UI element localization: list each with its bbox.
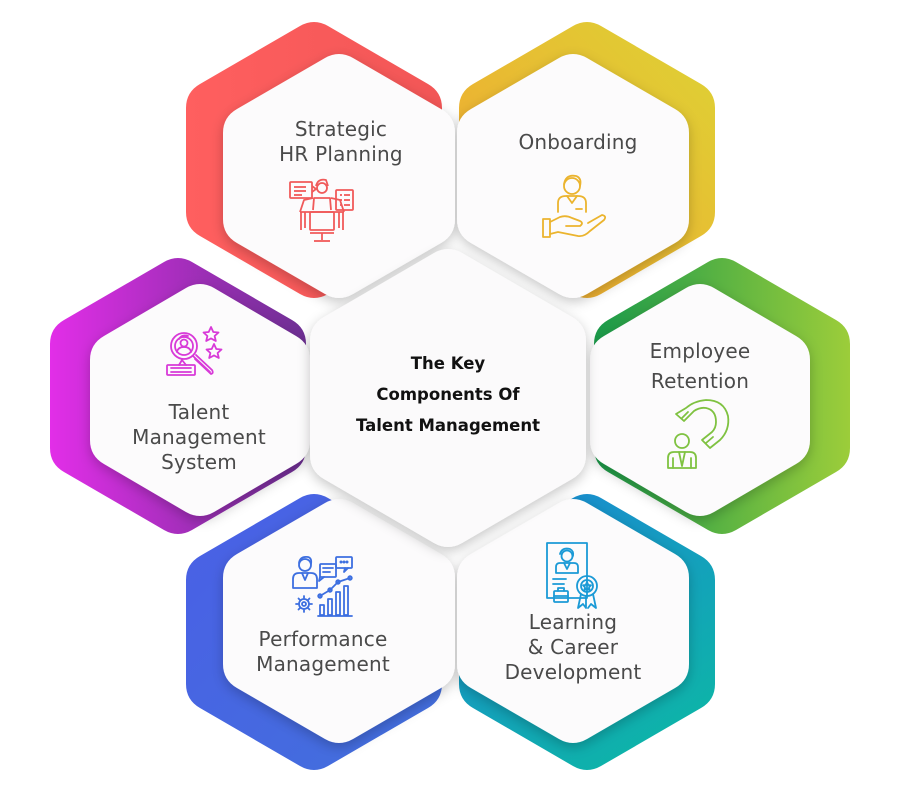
label-line: Retention: [650, 369, 750, 393]
white-hexagon-retention: [590, 284, 810, 516]
white-hexagon-layer: [90, 54, 810, 743]
label-strategic-hr-planning: Strategic HR Planning: [230, 117, 452, 167]
label-line: HR Planning: [279, 142, 403, 166]
label-performance-management: Performance Management: [212, 627, 434, 677]
label-line: Employee: [649, 339, 751, 363]
center-hexagon: [310, 249, 586, 547]
certificate-award-icon: [546, 542, 598, 609]
label-onboarding: Onboarding: [467, 130, 689, 155]
label-line: Management: [132, 425, 266, 449]
magnet-person-icon: [667, 399, 730, 469]
title-line: The Key: [410, 354, 486, 373]
label-line: Talent: [168, 400, 230, 424]
white-hexagon-talent-system: [90, 284, 310, 516]
label-line: System: [161, 450, 237, 474]
label-line: Learning: [528, 610, 618, 634]
label-line: Management: [256, 652, 390, 676]
label-line: Development: [504, 660, 642, 684]
label-line: Performance: [258, 627, 388, 651]
white-hexagon-learning: [457, 499, 689, 743]
label-employee-retention: Employee Retention: [590, 336, 810, 396]
white-hexagon-performance: [223, 499, 455, 743]
label-line: & Career: [527, 635, 619, 659]
label-line: Onboarding: [518, 130, 638, 154]
diagram-title: The Key Components Of Talent Management: [310, 348, 586, 441]
label-line: Strategic: [294, 117, 388, 141]
performance-chart-icon: [292, 555, 353, 617]
hand-holding-person-icon: [542, 174, 607, 238]
title-line: Talent Management: [356, 416, 540, 435]
hr-planning-desk-icon: [289, 178, 354, 242]
talent-search-stars-icon: [166, 326, 223, 376]
title-line: Components Of: [376, 385, 520, 404]
label-learning-career-development: Learning & Career Development: [462, 610, 684, 685]
white-hexagon-strategic: [223, 54, 455, 298]
label-talent-management-system: Talent Management System: [88, 400, 310, 475]
